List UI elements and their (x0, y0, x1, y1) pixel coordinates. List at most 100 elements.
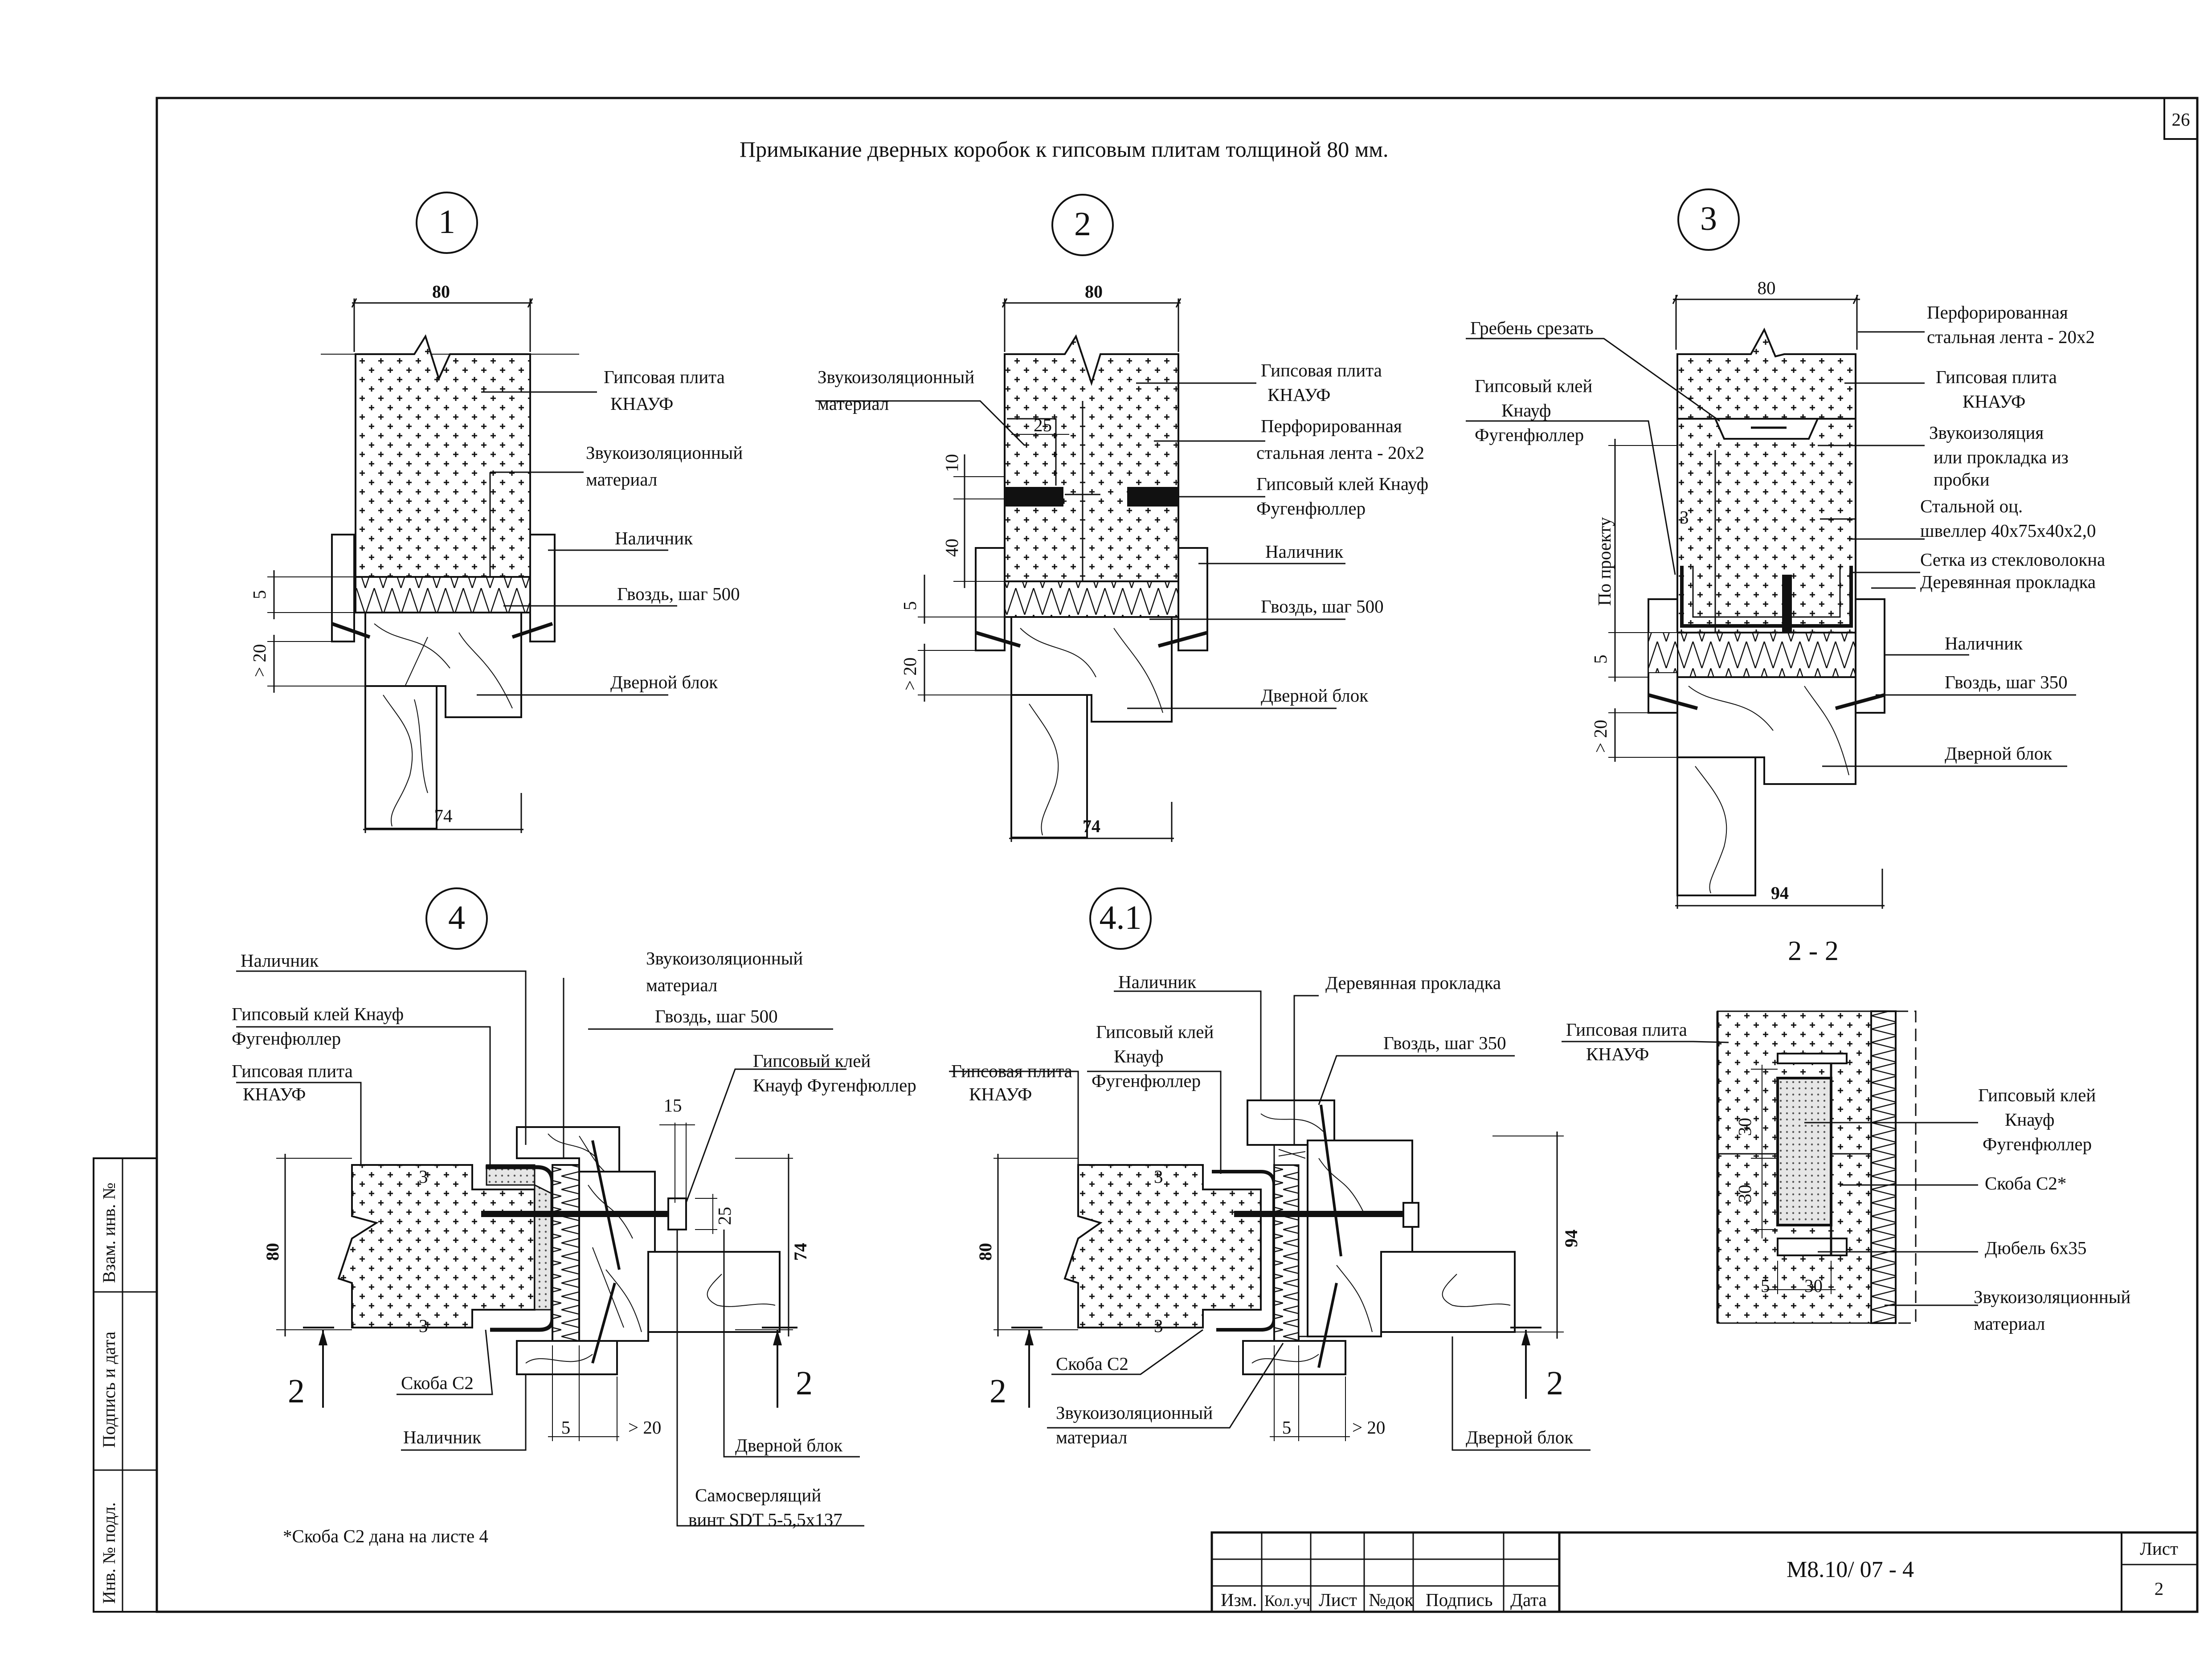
d41-dim-94: 94 (1561, 1230, 1581, 1247)
s22-label-knauf: КНАУФ (1586, 1044, 1649, 1064)
d2-label-knauf: КНАУФ (1268, 384, 1330, 405)
s22-title: 2 - 2 (1788, 936, 1839, 966)
d41-label-wood: Деревянная прокладка (1325, 972, 1501, 993)
d3-dim-5: 5 (1590, 655, 1611, 664)
d2-dim-25: 25 (1034, 415, 1052, 435)
s22-dim-30b: 30 (1734, 1185, 1755, 1203)
d41-dim-80: 80 (975, 1243, 995, 1261)
d4-dim-5: 5 (561, 1417, 571, 1438)
d1-label-knauf: КНАУФ (610, 393, 673, 414)
footnote: *Скоба С2 дана на листе 4 (283, 1526, 488, 1546)
d41-dim-20: > 20 (1352, 1417, 1385, 1438)
detail-2 (815, 194, 1345, 842)
detail-3-marker (1677, 188, 1740, 251)
detail-4-1 (949, 887, 1591, 1451)
s22-label-glue2: Кнауф (2005, 1109, 2054, 1130)
detail-4 (236, 887, 864, 1527)
s22-dim-30c: 30 (1804, 1275, 1823, 1296)
d4-label-knauf: КНАУФ (243, 1084, 306, 1104)
d3-number: 3 (1700, 200, 1717, 237)
tb-sheet-number: 2 (2155, 1578, 2164, 1599)
s22-label-glue3: Фугенфюллер (1983, 1134, 2092, 1154)
d3-label-gypsum: Гипсовая плита (1936, 367, 2057, 387)
d1-label-nail: Гвоздь, шаг 500 (617, 584, 740, 604)
d2-label-insul1: Звукоизоляционный (818, 367, 974, 387)
d3-label-glue3: Фугенфюллер (1475, 425, 1584, 445)
d1-number: 1 (438, 203, 455, 241)
d41-label-nalichnik: Наличник (1118, 972, 1196, 992)
d2-label-door: Дверной блок (1261, 685, 1368, 706)
d3-label-knauf: КНАУФ (1963, 391, 2025, 412)
sheet-title: Примыкание дверных коробок к гипсовым пл… (740, 137, 1388, 162)
d41-label-insul2: материал (1056, 1427, 1127, 1447)
d3-dim-20: > 20 (1590, 720, 1611, 753)
d41-section-right: 2 (1546, 1365, 1563, 1402)
detail-1 (267, 192, 677, 833)
d4-dim-80: 80 (262, 1243, 282, 1261)
d1-dim-bottom: 74 (434, 805, 453, 826)
d4-label-insul1: Звукоизоляционный (646, 948, 803, 968)
s22-dim-30a: 30 (1734, 1118, 1755, 1136)
d4-label-glue2: Фугенфюллер (232, 1028, 341, 1049)
detail-1-marker (416, 192, 478, 254)
tb-izm: Изм. (1221, 1589, 1257, 1610)
d3-label-tape2: стальная лента - 20х2 (1927, 327, 2095, 347)
detail-2-marker (1051, 194, 1114, 256)
d41-label-skoba: Скоба С2 (1056, 1353, 1128, 1374)
d1-label-gypsum: Гипсовая плита (604, 367, 725, 387)
side-stamp (93, 1157, 158, 1613)
d2-label-nail: Гвоздь, шаг 500 (1261, 596, 1384, 617)
d4-dim-25: 25 (714, 1207, 735, 1225)
d3-dim-top: 80 (1758, 278, 1776, 298)
d3-side-dim: По проекту (1594, 517, 1615, 606)
d4-label-skoba: Скоба С2 (401, 1373, 474, 1393)
d3-dim-3: 3 (1680, 507, 1689, 527)
section-2-2 (1562, 1010, 1978, 1324)
corner-number-box (2163, 97, 2198, 140)
d4-label-screw2: винт SDT 5-5,5х137 (688, 1509, 842, 1530)
d3-label-insul3: пробки (1934, 469, 1990, 490)
d2-label-insul2: материал (818, 393, 889, 414)
d3-label-grebень: Гребень срезать (1470, 318, 1594, 338)
d41-label-door: Дверной блок (1466, 1427, 1573, 1447)
sheet-frame (155, 97, 2199, 1613)
d41-label-glue2: Кнауф (1114, 1046, 1163, 1066)
d1-label-insul2: материал (586, 469, 657, 490)
stamp-inv: Инв. № подл. (99, 1502, 119, 1604)
d4-label-glue-r1: Гипсовый клей (753, 1050, 871, 1071)
tb-kolvo: Кол.уч (1264, 1592, 1310, 1610)
s22-label-insul1: Звукоизоляционный (1974, 1287, 2130, 1307)
d4-label-screw1: Самосверлящий (695, 1485, 821, 1505)
d1-dim-5: 5 (249, 590, 270, 600)
s22-dim-5: 5 (1761, 1275, 1770, 1296)
d4-label-door: Дверной блок (735, 1435, 842, 1455)
d41-label-gypsum: Гипсовая плита (951, 1061, 1072, 1081)
d4-dim-15: 15 (664, 1095, 682, 1115)
d2-number: 2 (1074, 205, 1091, 243)
d3-label-wood: Деревянная прокладка (1920, 572, 2096, 592)
d41-label-nail: Гвоздь, шаг 350 (1383, 1033, 1506, 1053)
d4-dim-3b: 3 (419, 1316, 428, 1336)
d2-dim-10: 10 (941, 454, 962, 472)
d41-label-glue1: Гипсовый клей (1096, 1021, 1214, 1042)
d1-dim-20: > 20 (249, 644, 270, 677)
d1-label-insul1: Звукоизоляционный (586, 442, 743, 463)
d4-label-nalichnik-top: Наличник (241, 950, 319, 971)
detail-4-marker (425, 887, 488, 950)
d2-label-tape2: стальная лента - 20х2 (1256, 442, 1424, 463)
d41-section-left: 2 (989, 1373, 1006, 1410)
d2-dim-40: 40 (941, 539, 962, 557)
d3-label-channel1: Стальной оц. (1920, 496, 2023, 516)
d4-section-right: 2 (796, 1365, 813, 1402)
s22-label-gypsum: Гипсовая плита (1566, 1019, 1687, 1040)
tb-data: Дата (1510, 1589, 1547, 1610)
d3-label-nalichnik: Наличник (1945, 633, 2023, 654)
d41-label-glue3: Фугенфюллер (1092, 1071, 1201, 1091)
d4-label-insul2: материал (646, 975, 717, 995)
tb-podpis: Подпись (1426, 1589, 1493, 1610)
d4-number: 4 (448, 899, 465, 936)
d4-label-nail: Гвоздь, шаг 500 (655, 1006, 778, 1026)
d2-label-gypsum: Гипсовая плита (1261, 360, 1382, 380)
stamp-vzam: Взам. инв. № (99, 1183, 119, 1283)
